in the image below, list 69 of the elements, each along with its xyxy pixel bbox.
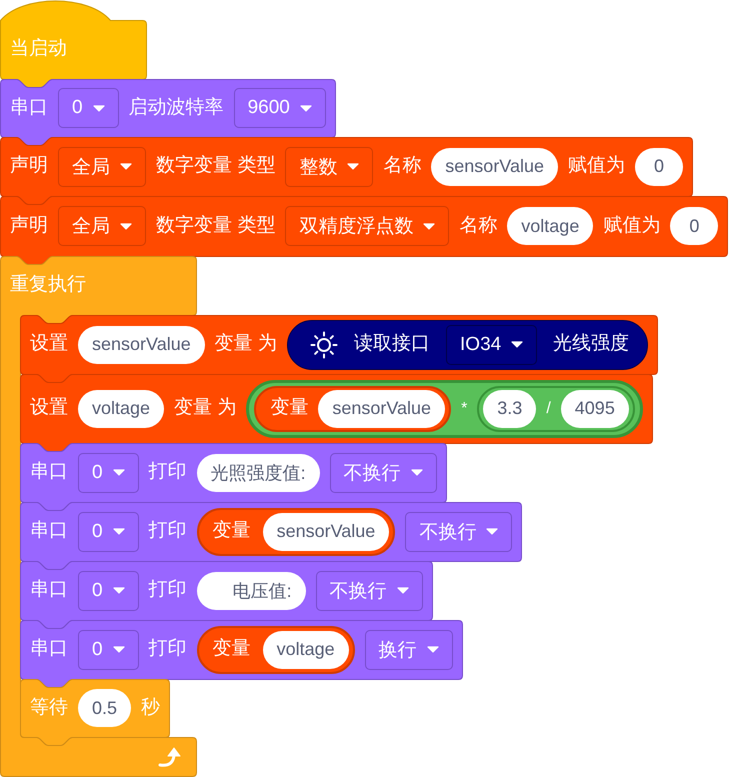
block-label: 串口 <box>10 98 48 118</box>
input-field: 电压值: <box>196 572 306 610</box>
block-label: 名称 <box>383 156 422 177</box>
block-label: 变量 为 <box>214 334 278 355</box>
dropdown: 9600 <box>234 88 326 128</box>
block-label: 声明 <box>10 216 48 236</box>
block-label: 等待 <box>30 698 68 718</box>
block-label: 变量 <box>270 398 308 419</box>
block-label: 设置 <box>30 398 68 419</box>
input-field: sensorValue <box>431 148 558 186</box>
block-label: 读取接口 <box>354 334 430 355</box>
block-label: 串口 <box>30 580 68 601</box>
dropdown: 0 <box>78 570 139 610</box>
reporter-block <box>287 320 648 370</box>
dropdown: 0 <box>58 88 119 128</box>
block-label: 变量 <box>212 521 251 542</box>
block-label: 打印 <box>148 521 187 542</box>
block-label: 打印 <box>148 639 187 660</box>
reporter-block <box>477 386 635 432</box>
block-label: 设置 <box>30 334 68 355</box>
reporter-block <box>196 626 355 674</box>
block-label: 串口 <box>30 639 68 660</box>
dropdown: 0 <box>78 512 139 552</box>
dropdown: 不换行 <box>316 570 423 610</box>
block-label: 光线强度 <box>553 334 630 355</box>
dropdown: 全局 <box>58 206 146 246</box>
input-field: 光照强度值: <box>196 454 320 492</box>
block-label: 打印 <box>148 580 187 601</box>
input-field: voltage <box>507 207 594 245</box>
dropdown: 全局 <box>58 146 146 186</box>
block-label: 重复执行 <box>10 275 86 296</box>
input-field: sensorValue <box>318 390 446 428</box>
input-field: sensorValue <box>78 326 205 364</box>
reporter-block <box>196 508 396 556</box>
block-label: 打印 <box>148 462 187 483</box>
dropdown: 双精度浮点数 <box>285 206 450 246</box>
block-label: 赋值为 <box>568 156 626 177</box>
dropdown: 0 <box>78 452 139 492</box>
block-label: 串口 <box>30 462 68 483</box>
reporter-block <box>254 386 452 432</box>
block-label: 名称 <box>459 216 498 236</box>
block-label: 声明 <box>10 156 48 177</box>
block-label: 变量 为 <box>174 398 236 419</box>
dropdown: 不换行 <box>330 452 437 492</box>
input-field: voltage <box>262 630 349 668</box>
command-block <box>20 620 463 687</box>
dropdown: 0 <box>78 630 139 670</box>
command-block <box>0 196 728 264</box>
block-label: / <box>546 400 551 418</box>
dropdown: IO34 <box>446 324 538 364</box>
block-label: 数字变量 类型 <box>156 156 276 177</box>
hat-block <box>0 0 147 87</box>
dropdown: 换行 <box>364 630 453 670</box>
input-field: 3.3 <box>483 390 536 428</box>
input-field: 4095 <box>560 390 629 428</box>
input-field: voltage <box>78 390 164 428</box>
block-label: 当启动 <box>10 39 67 60</box>
input-field: sensorValue <box>262 512 390 550</box>
command-block <box>20 679 170 745</box>
dropdown: 整数 <box>285 146 374 186</box>
block-label: * <box>461 400 468 418</box>
block-label: 串口 <box>30 521 68 542</box>
block-label: 赋值为 <box>603 216 660 236</box>
block-label: 变量 <box>212 639 251 660</box>
block-label: 数字变量 类型 <box>156 216 276 236</box>
block-label: 启动波特率 <box>128 98 224 118</box>
block-label: 秒 <box>141 698 160 718</box>
command-block <box>20 374 653 451</box>
dropdown: 不换行 <box>405 512 512 552</box>
